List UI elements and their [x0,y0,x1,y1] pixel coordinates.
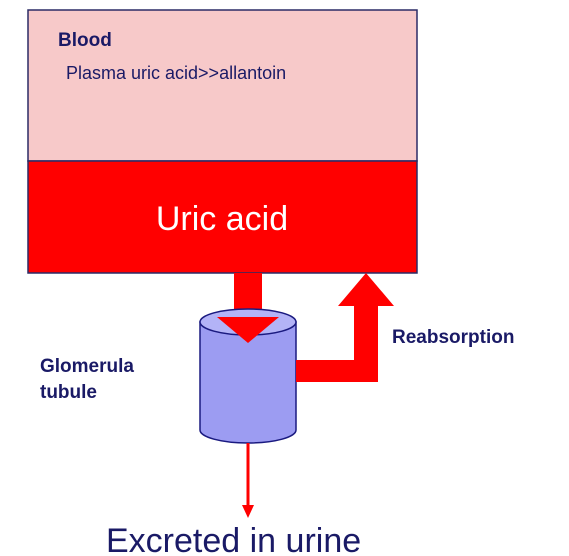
uric-acid-compartment [27,160,418,274]
blood-title: Blood [58,30,112,51]
excreted-in-urine-label: Excreted in urine [106,522,361,556]
excretion-arrowhead [242,505,254,518]
plasma-uric-acid-note: Plasma uric acid>>allantoin [66,63,286,83]
reabsorption-label: Reabsorption [392,327,514,348]
reabsorption-arrow [296,273,394,382]
glomerula-label-line1: Glomerula [40,356,134,377]
glomerula-label-line2: tubule [40,382,97,403]
blood-compartment [27,9,418,162]
uric-acid-label: Uric acid [156,200,288,238]
filtration-arrow-head [217,317,279,343]
